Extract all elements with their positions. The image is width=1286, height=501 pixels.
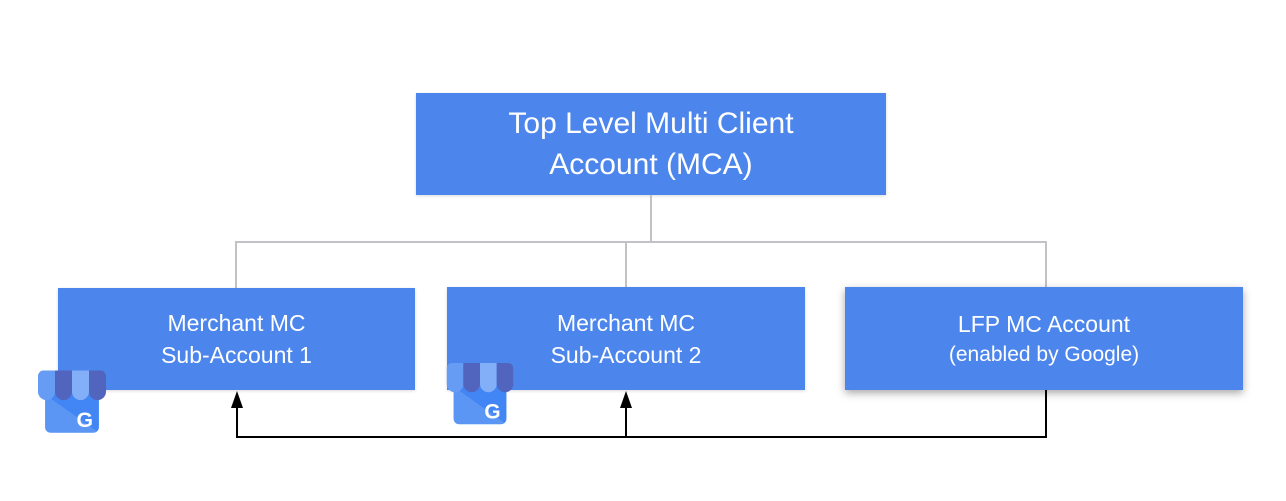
arrow-head-to-sub1 <box>231 391 243 408</box>
node-label-line2: Sub-Account 1 <box>161 342 312 368</box>
tree-connector-to-sub2 <box>625 241 627 288</box>
arrow-head-to-sub2 <box>620 391 632 408</box>
google-g-letter: G <box>484 401 500 424</box>
google-business-profile-icon: G <box>38 370 106 433</box>
tree-connector-horizontal <box>235 241 1047 243</box>
node-label-line2: (enabled by Google) <box>948 342 1140 366</box>
node-label-line1: Merchant MC <box>556 309 696 336</box>
flow-line-up-to-sub1 <box>236 406 238 437</box>
tree-connector-to-sub1 <box>235 241 237 289</box>
node-label-line1: Merchant MC <box>167 310 306 336</box>
storefront-body <box>45 388 99 433</box>
storefront-awning <box>446 363 514 393</box>
node-label-line2: Account (MCA) <box>549 148 753 181</box>
storefront-body <box>453 381 507 425</box>
tree-connector-to-lfp <box>1045 241 1047 288</box>
node-lfp-mc-account: LFP MC Account (enabled by Google) <box>845 287 1243 390</box>
flow-line-up-to-sub2 <box>625 406 627 437</box>
tree-connector-root-stem <box>650 195 652 242</box>
node-label-line1: Top Level Multi Client <box>508 107 794 140</box>
node-label-line2: Sub-Account 2 <box>550 341 702 368</box>
node-label-line1: LFP MC Account <box>957 310 1131 337</box>
flow-line-horizontal <box>236 436 1047 438</box>
storefront-awning <box>38 370 106 401</box>
google-g-letter: G <box>76 408 93 432</box>
node-top-level-mca: Top Level Multi Client Account (MCA) <box>416 93 886 195</box>
flow-line-lfp-down <box>1045 390 1047 437</box>
node-merchant-sub-account-1: Merchant MC Sub-Account 1 <box>58 288 415 390</box>
google-business-profile-icon: G <box>446 363 514 425</box>
